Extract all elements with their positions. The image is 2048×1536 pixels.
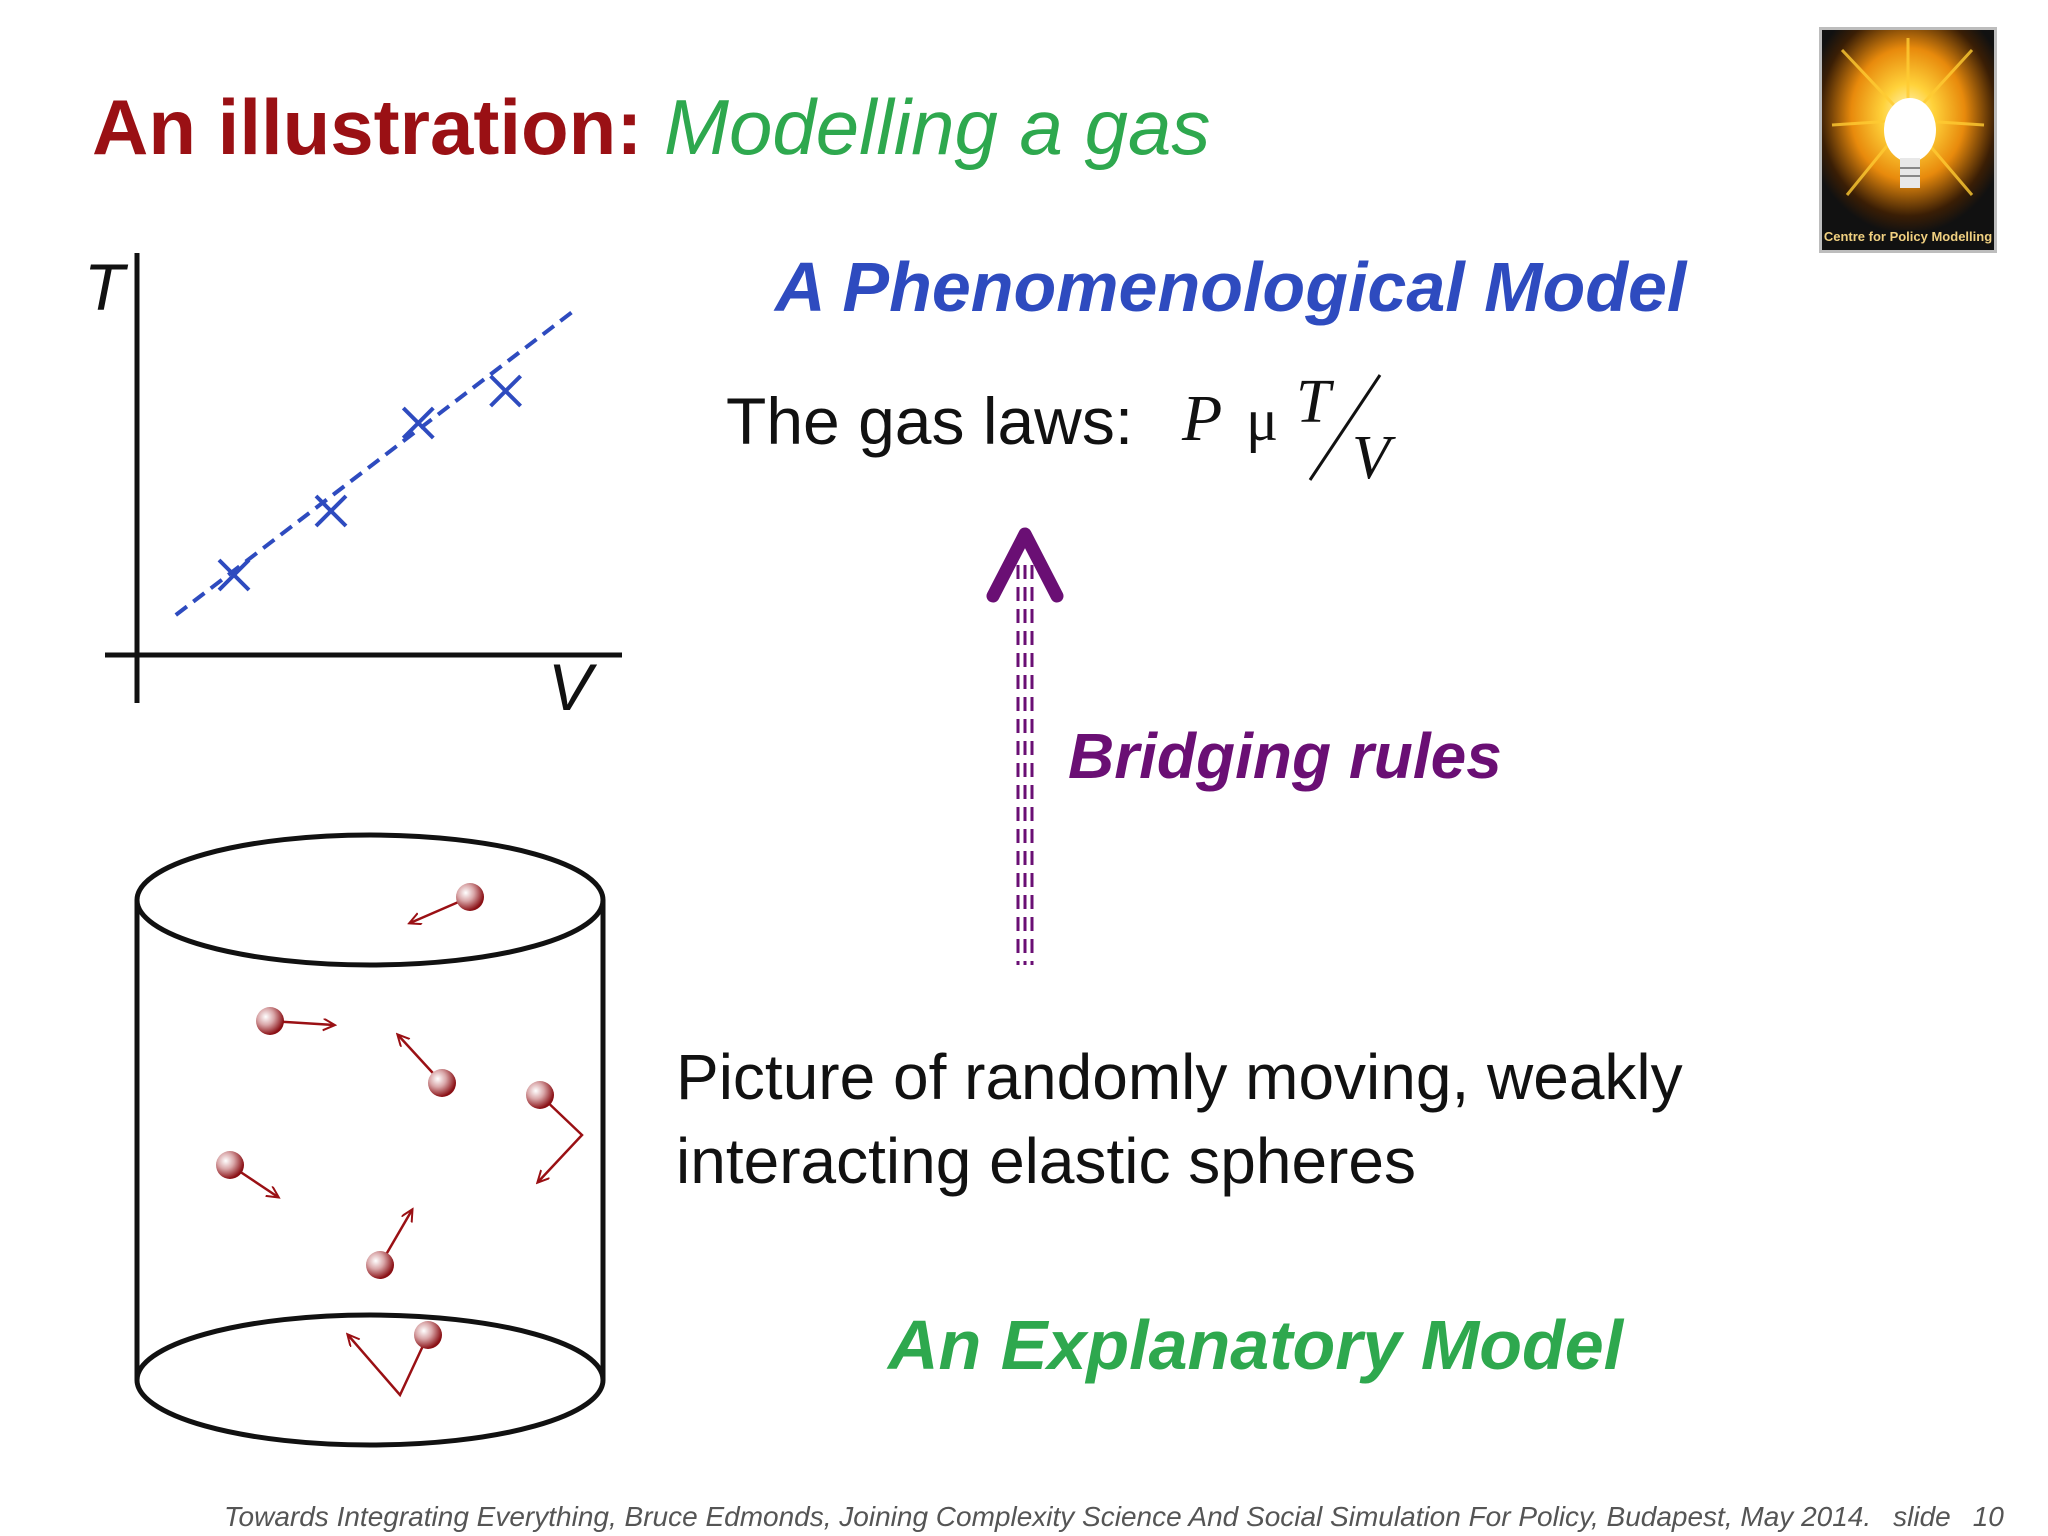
explanatory-model-label: An Explanatory Model	[888, 1306, 1624, 1384]
footer-citation: Towards Integrating Everything, Bruce Ed…	[224, 1501, 1872, 1532]
cylinder	[134, 832, 606, 1448]
logo-text: Centre for Policy Modelling	[1824, 229, 1992, 244]
footer-slide-number: 10	[1972, 1501, 2004, 1532]
formula-p: P	[1181, 382, 1222, 455]
gas-container-diagram	[134, 832, 606, 1448]
formula-slash	[1308, 374, 1382, 481]
title-lead: An illustration:	[92, 83, 643, 171]
formula-mu: μ	[1246, 387, 1278, 453]
data-point	[314, 494, 348, 528]
lightbulb-logo-icon: Centre for Policy Modelling	[1822, 30, 1994, 250]
y-axis-label: T	[90, 250, 129, 324]
molecule	[526, 1081, 584, 1182]
molecule	[256, 1007, 334, 1035]
molecules	[216, 883, 584, 1398]
explanatory-description: Picture of randomly moving, weakly inter…	[676, 1035, 1683, 1203]
description-line-2: interacting elastic spheres	[676, 1125, 1416, 1197]
trend-line	[174, 309, 575, 617]
footer-slide-label: slide	[1893, 1501, 1951, 1532]
data-point	[217, 558, 251, 592]
slide-title: An illustration: Modelling a gas	[92, 88, 1210, 166]
slide-footer: Towards Integrating Everything, Bruce Ed…	[224, 1503, 2004, 1531]
formula-denominator: V	[1352, 424, 1396, 490]
phenomenological-model-label: A Phenomenological Model	[775, 248, 1687, 326]
molecule	[410, 883, 484, 923]
molecule	[348, 1321, 442, 1398]
description-line-1: Picture of randomly moving, weakly	[676, 1041, 1683, 1113]
cylinder-bottom	[134, 1312, 606, 1448]
gas-law-formula: P μ T V	[1181, 370, 1396, 490]
molecule	[398, 1035, 456, 1097]
bridging-arrow-icon	[986, 527, 1064, 965]
bridging-rules-label: Bridging rules	[1068, 720, 1502, 792]
temperature-volume-chart: T V	[90, 250, 622, 718]
plot-area	[174, 309, 575, 617]
gas-laws-label: The gas laws:	[726, 384, 1134, 458]
cylinder-top	[134, 832, 606, 968]
logo: Centre for Policy Modelling	[1822, 30, 1994, 250]
data-point	[401, 406, 435, 440]
x-axis-label: V	[548, 650, 598, 718]
data-point	[489, 374, 523, 408]
molecule	[216, 1151, 278, 1197]
molecule	[366, 1210, 412, 1279]
title-rest: Modelling a gas	[663, 83, 1211, 171]
formula-numerator: T	[1296, 370, 1335, 436]
